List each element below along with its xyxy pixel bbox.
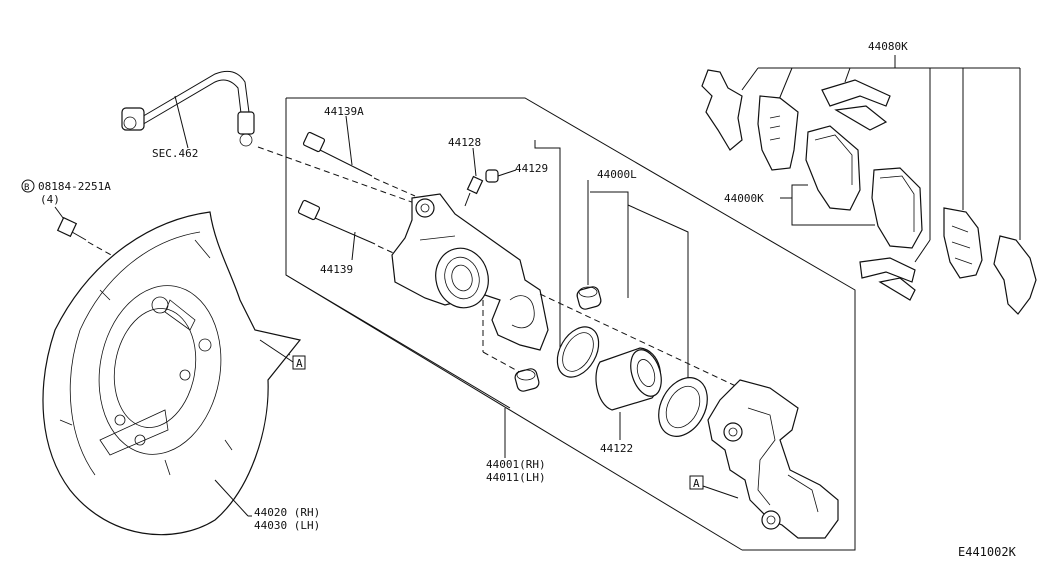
piston-dust-boot xyxy=(658,377,708,437)
callout-a-left: A xyxy=(296,357,303,370)
pad-clip-upper xyxy=(821,79,891,131)
pin-boot-lower xyxy=(514,368,540,392)
caliper-body xyxy=(391,193,549,351)
caliper-assembly-boundary xyxy=(285,97,856,551)
label-plate-rh: 44020 (RH) xyxy=(254,506,320,519)
bleeder-screw xyxy=(464,147,484,207)
bleeder-cap xyxy=(485,169,517,183)
caliper-bolt xyxy=(297,199,401,257)
shim-kit-bracket xyxy=(741,55,1021,263)
label-seal-kit: 44000L xyxy=(597,168,637,181)
brake-pad-inner xyxy=(805,125,861,211)
label-plate-lh: 44030 (LH) xyxy=(254,519,320,532)
label-pad-kit: 44000K xyxy=(724,192,764,205)
bolt-spec-callout: B 08184-2251A (4) xyxy=(21,179,111,223)
brake-pad-outer xyxy=(871,167,923,249)
label-bleeder-screw: 44128 xyxy=(448,136,481,149)
label-shim-kit: 44080K xyxy=(868,40,908,53)
label-bolt-part-number: 08184-2251A xyxy=(38,180,111,193)
piston-seal xyxy=(556,326,600,378)
label-section-ref: SEC.462 xyxy=(152,147,198,160)
label-caliper-bolt: 44139 xyxy=(320,263,353,276)
pad-shim-outer-1 xyxy=(701,69,743,151)
label-caliper-lh: 44011(LH) xyxy=(486,471,546,484)
pad-clip-lower xyxy=(859,257,916,301)
seal-kit-bracket xyxy=(482,140,689,380)
label-bolt-circle-letter: B xyxy=(24,183,29,193)
callout-a-right: A xyxy=(693,477,700,490)
label-caliper-rh: 44001(RH) xyxy=(486,458,546,471)
drawing-code: E441002K xyxy=(958,545,1017,559)
backing-plate xyxy=(42,211,302,536)
torque-member xyxy=(707,379,839,539)
brake-hose xyxy=(121,70,255,149)
pad-kit-bracket xyxy=(780,184,875,226)
label-caliper-bolt-a: 44139A xyxy=(324,105,364,118)
label-bolt-quantity: (4) xyxy=(40,193,60,206)
pin-boot-upper xyxy=(576,286,602,310)
piston xyxy=(595,347,662,411)
label-piston: 44122 xyxy=(600,442,633,455)
pad-shim-inner-2 xyxy=(993,235,1037,315)
label-bleeder-cap: 44129 xyxy=(515,162,548,175)
caliper-bolt-a xyxy=(302,131,416,197)
pad-shim-outer-2 xyxy=(757,95,799,171)
pad-shim-inner-1 xyxy=(943,207,983,279)
